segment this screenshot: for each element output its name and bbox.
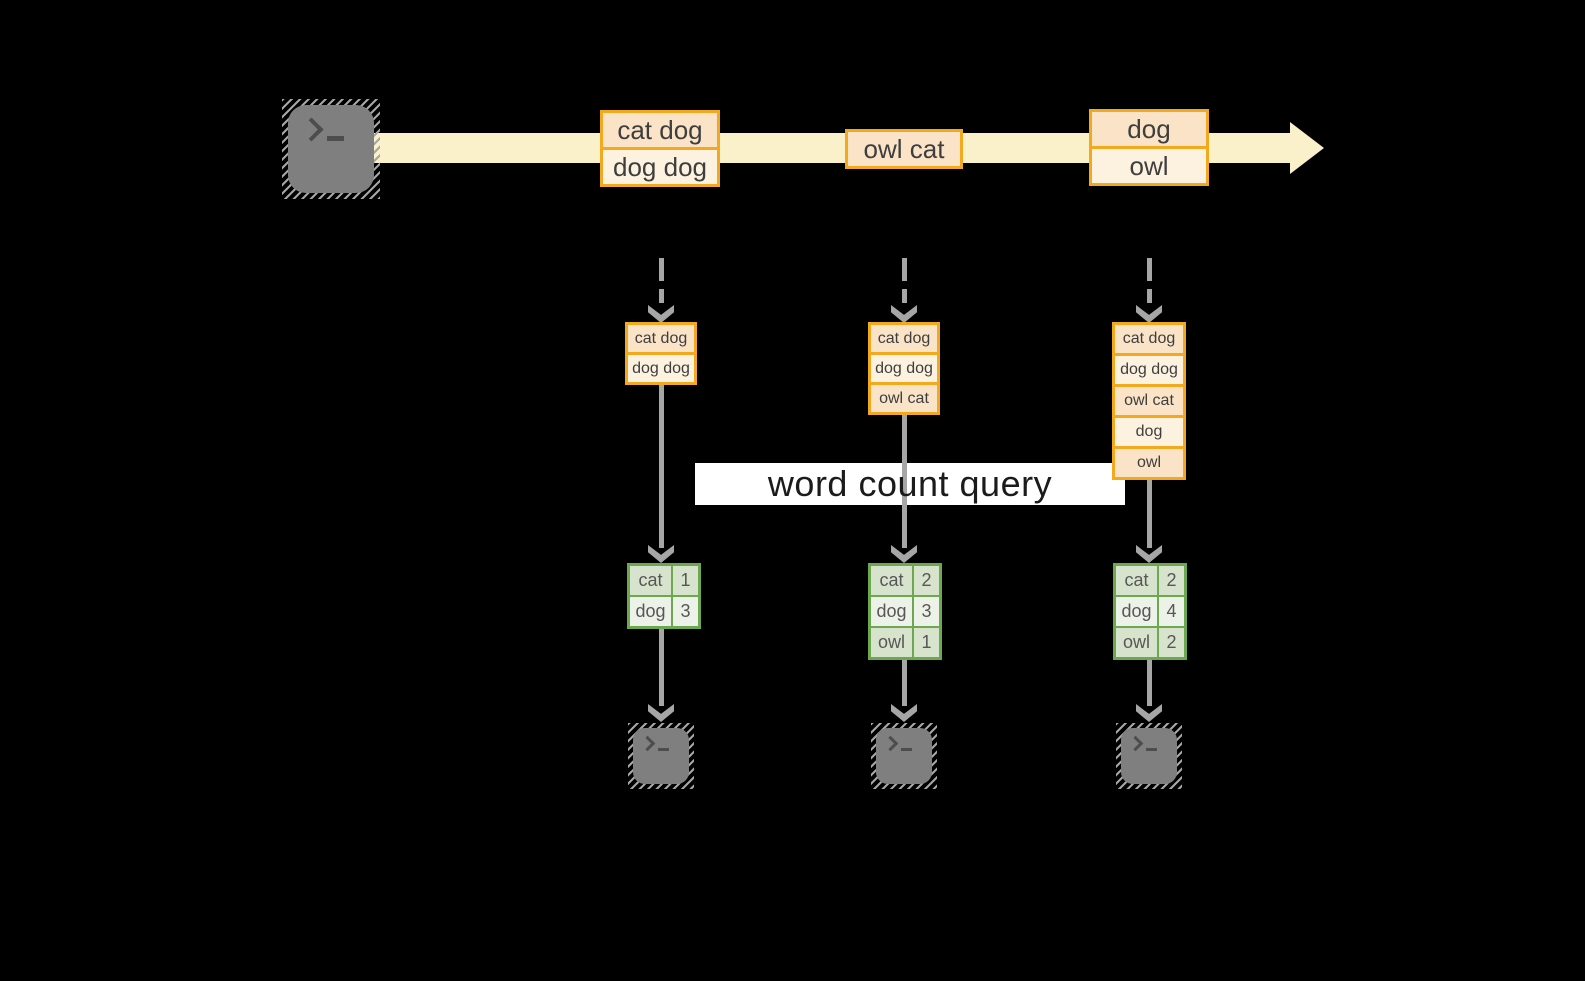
buffer-row: cat dog [1112, 322, 1186, 356]
flow-line [659, 384, 664, 548]
prompt-cursor-icon [1146, 748, 1157, 751]
dashed-arrow-segment [902, 258, 907, 281]
count-value-cell: 2 [1159, 566, 1184, 595]
query-label: word count query [767, 463, 1053, 504]
dashed-arrow-segment [902, 289, 907, 303]
sink-terminal-icon-3 [1116, 723, 1182, 789]
count-table-2: cat 2 dog 3 owl 1 [868, 563, 942, 660]
terminal-screen [288, 105, 374, 193]
count-word-cell: dog [630, 597, 671, 626]
prompt-chevron-icon [299, 117, 324, 142]
prompt-cursor-icon [658, 748, 669, 751]
source-terminal-icon [282, 99, 380, 199]
count-value-cell: 2 [914, 566, 939, 595]
buffer-row: cat dog [868, 322, 940, 355]
prompt-cursor-icon [327, 136, 344, 141]
terminal-prompt-icon [1127, 735, 1157, 752]
down-arrowhead-icon [1136, 704, 1162, 722]
dashed-arrow-segment [659, 289, 664, 303]
stream-event-batch-1: cat dog dog dog [600, 110, 720, 187]
count-value-cell: 3 [673, 597, 698, 626]
buffer-row: dog dog [868, 352, 940, 385]
count-value-cell: 2 [1159, 628, 1184, 657]
buffer-row: owl cat [1112, 384, 1186, 418]
event-text-row: owl cat [845, 129, 963, 169]
flow-line [659, 629, 664, 706]
terminal-screen [876, 728, 932, 784]
sink-terminal-icon-1 [628, 723, 694, 789]
dashed-arrow-segment [659, 258, 664, 281]
buffer-row: cat dog [625, 322, 697, 355]
buffer-row: owl cat [868, 382, 940, 415]
buffer-row: dog dog [1112, 353, 1186, 387]
count-value-cell: 4 [1159, 597, 1184, 626]
buffer-row: dog dog [625, 352, 697, 385]
flow-line [902, 414, 907, 548]
flow-line [1147, 660, 1152, 706]
dashed-arrow-segment [1147, 258, 1152, 281]
count-value-cell: 1 [673, 566, 698, 595]
down-arrowhead-icon [648, 305, 674, 323]
terminal-screen [633, 728, 689, 784]
worker-buffer-3: cat dog dog dog owl cat dog owl [1112, 322, 1186, 480]
count-value-cell: 1 [914, 628, 939, 657]
flow-line [902, 660, 907, 706]
query-band [695, 463, 1125, 505]
event-text-row: cat dog [600, 110, 720, 150]
down-arrowhead-icon [648, 704, 674, 722]
down-arrowhead-icon [891, 704, 917, 722]
count-word-cell: owl [1116, 628, 1157, 657]
count-word-cell: cat [1116, 566, 1157, 595]
buffer-row: dog [1112, 415, 1186, 449]
count-word-cell: cat [871, 566, 912, 595]
terminal-prompt-icon [639, 735, 669, 752]
count-word-cell: dog [871, 597, 912, 626]
event-text-row: dog dog [600, 147, 720, 187]
stream-arrowhead-icon [1290, 122, 1324, 174]
stream-event-batch-2: owl cat [845, 129, 963, 169]
dashed-arrow-segment [1147, 289, 1152, 303]
sink-terminal-icon-2 [871, 723, 937, 789]
count-word-cell: dog [1116, 597, 1157, 626]
event-text-row: dog [1089, 109, 1209, 149]
down-arrowhead-icon [1136, 305, 1162, 323]
prompt-cursor-icon [901, 748, 912, 751]
stream-event-batch-3: dog owl [1089, 109, 1209, 186]
count-value-cell: 3 [914, 597, 939, 626]
count-word-cell: owl [871, 628, 912, 657]
prompt-chevron-icon [882, 735, 899, 752]
prompt-chevron-icon [1127, 735, 1144, 752]
down-arrowhead-icon [891, 305, 917, 323]
count-word-cell: cat [630, 566, 671, 595]
terminal-prompt-icon [299, 117, 344, 143]
count-table-3: cat 2 dog 4 owl 2 [1113, 563, 1187, 660]
count-table-1: cat 1 dog 3 [627, 563, 701, 629]
worker-buffer-1: cat dog dog dog [625, 322, 697, 385]
buffer-row: owl [1112, 446, 1186, 480]
event-text-row: owl [1089, 146, 1209, 186]
flow-line [1147, 478, 1152, 548]
terminal-screen [1121, 728, 1177, 784]
worker-buffer-2: cat dog dog dog owl cat [868, 322, 940, 415]
prompt-chevron-icon [639, 735, 656, 752]
terminal-prompt-icon [882, 735, 912, 752]
